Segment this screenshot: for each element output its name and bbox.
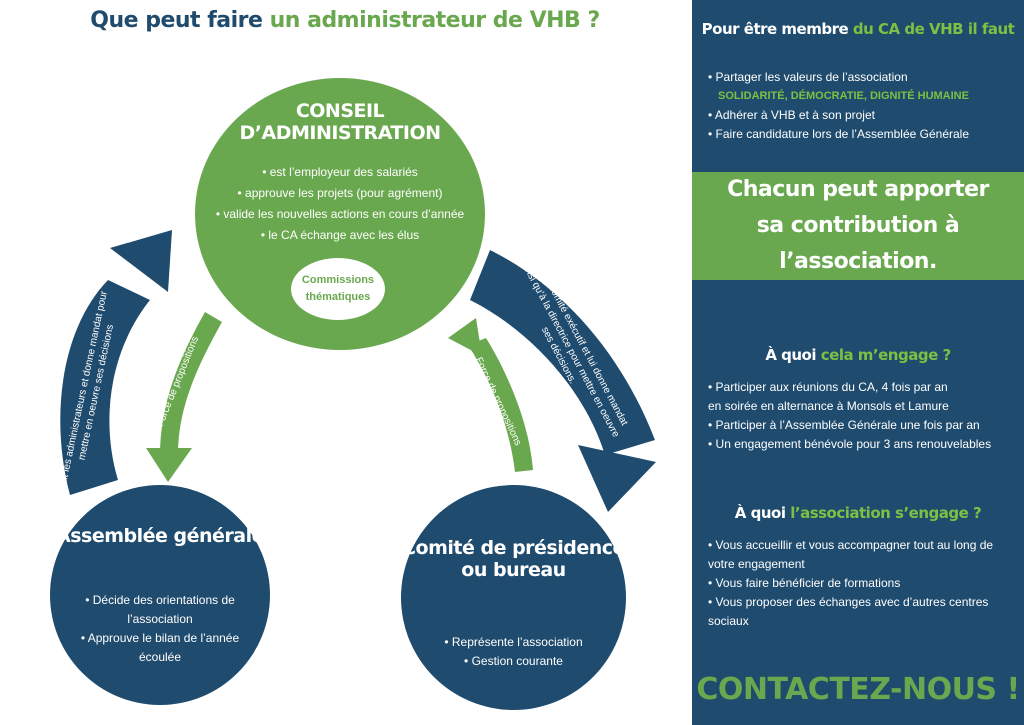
assemblee-generale-circle: Assemblée générale • Décide des orientat… [50,485,270,705]
ag-title: Assemblée générale [56,525,265,547]
force-arrow-left-head [146,448,192,482]
force-arrow-right-head [448,318,482,356]
engage-item: Participer aux réunions du CA, 4 fois pa… [708,378,1016,397]
commissions-thematiques: Commissions thématiques [291,258,385,320]
ca-bullet: • approuve les projets (pour agrément) [237,186,443,200]
asso-heading-1: À quoi [734,504,786,522]
conseil-administration-circle: CONSEIL D’ADMINISTRATION • est l’employe… [195,78,485,350]
force-arrow-left [160,312,222,455]
band-line-2: sa contribution à l’association. [756,213,960,274]
membre-item: Adhérer à VHB et à son projet [708,106,1016,125]
asso-item: Vous faire bénéficier de formations [708,574,1016,593]
membre-item: Faire candidature lors de l’Assemblée Gé… [708,125,1016,144]
engage-item: Un engagement bénévole pour 3 ans renouv… [708,435,1016,454]
asso-heading-2: l’association s’engage ? [790,504,982,522]
ca-bullets: • est l’employeur des salariés • approuv… [195,162,485,246]
cp-bullets: • Représente l’association • Gestion cou… [411,633,616,671]
ca-bullet: • valide les nouvelles actions en cours … [215,207,465,221]
cp-bullet: • Représente l’association [444,635,583,649]
ca-title: CONSEIL D’ADMINISTRATION [239,100,442,144]
membre-heading: Pour être membre du CA de VHB il faut [692,20,1024,38]
ca-bullet: • le CA échange avec les élus [260,228,420,242]
diagram-area: Que peut faire un administrateur de VHB … [0,8,690,710]
asso-item: Vous accueillir et vous accompagner tout… [708,536,1016,574]
asso-item: Vous proposer des échanges avec d’autres… [708,593,1016,631]
engage-heading-2: cela m’engage ? [820,346,951,364]
contact-us[interactable]: CONTACTEZ-NOUS ! [696,672,1020,707]
ca-bullet: • est l’employeur des salariés [262,165,418,179]
contribution-band: Chacun peut apporter sa contribution à l… [692,172,1024,280]
info-panel: Pour être membre du CA de VHB il faut Pa… [692,0,1024,725]
right-curved-arrow [470,250,655,455]
engage-item: Participer à l’Assemblée Générale une fo… [708,416,1016,435]
page-title: Que peut faire un administrateur de VHB … [0,8,690,33]
asso-heading: À quoi l’association s’engage ? [692,504,1024,522]
engage-heading-1: À quoi [765,346,817,364]
band-line-1: Chacun peut apporter [727,177,989,202]
asso-list: Vous accueillir et vous accompagner tout… [708,536,1016,631]
engage-heading: À quoi cela m’engage ? [692,346,1024,364]
left-curved-arrow [60,280,150,495]
ag-bullet: • Décide des orientations de l’associati… [85,593,235,626]
force-arrow-right [468,338,533,472]
cp-bullet: • Gestion courante [464,654,563,668]
membre-item: Partager les valeurs de l’association [708,68,1016,87]
commissions-label: Commissions thématiques [301,274,375,303]
membre-heading-1: Pour être membre [701,20,849,38]
title-part-2: un administrateur de VHB ? [269,8,601,33]
cp-title: Comité de présidence ou bureau [402,537,625,581]
membre-heading-2: du CA de VHB il faut [852,20,1015,38]
right-arrow-head [578,445,656,512]
membre-values: SOLIDARITÉ, DÉMOCRATIE, DIGNITÉ HUMAINE [718,90,969,102]
engage-item: en soirée en alternance à Monsols et Lam… [708,399,949,413]
ag-bullet: • Approuve le bilan de l’année écoulée [80,631,240,664]
membre-list: Partager les valeurs de l’association SO… [708,68,1016,144]
left-arrow-head [110,230,172,292]
ag-bullets: • Décide des orientations de l’associati… [60,591,260,667]
comite-presidence-circle: Comité de présidence ou bureau • Représe… [401,485,626,710]
title-part-1: Que peut faire [90,8,263,33]
cycle-arrows [60,230,656,512]
engage-list: Participer aux réunions du CA, 4 fois pa… [708,378,1016,454]
